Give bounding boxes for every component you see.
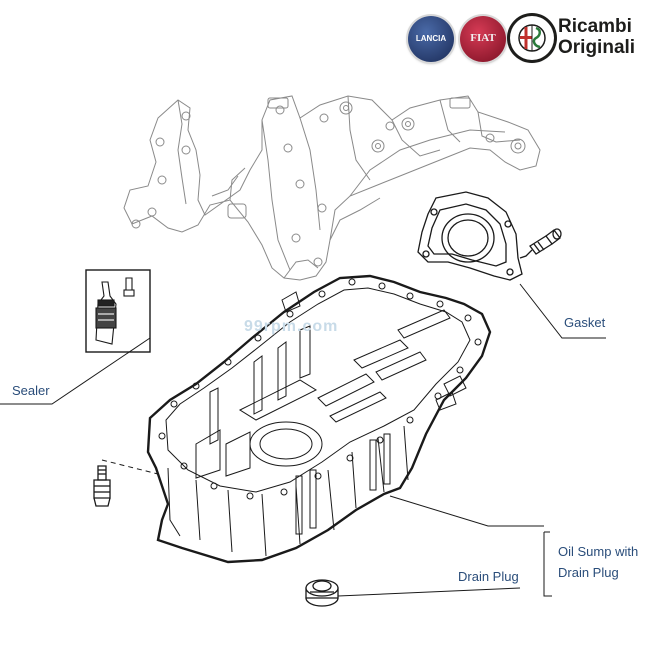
oil-sump-part [146,274,492,564]
gasket-screw [519,228,562,259]
engine-block [123,95,541,281]
fiat-badge-icon: FIAT [460,16,506,62]
label-oil-sump-line-2: Drain Plug [558,565,619,580]
label-drain-plug: Drain Plug [458,569,519,584]
label-gasket: Gasket [564,315,606,330]
lancia-badge-icon: LANCIA [408,16,454,62]
watermark-text: 99rpm.com [244,318,339,335]
drain-plug-part [305,579,339,607]
bolt-dash-line [101,459,159,475]
alfa-romeo-emblem-icon [518,24,546,52]
sealer-tube [95,277,135,345]
fiat-badge-text: FIAT [470,32,496,44]
alfa-romeo-badge-icon [510,16,554,60]
lancia-badge-text: LANCIA [415,34,447,43]
gasket-part [417,191,523,281]
label-oil-sump-line-1: Oil Sump with [558,544,639,559]
brand-line-2: Originali [558,37,636,58]
brand-line-1: Ricambi [558,16,632,37]
label-sealer: Sealer [12,383,50,398]
sealer-box [85,269,151,353]
brand-logo-area: LANCIA FIAT Ricambi Originali [406,12,656,68]
sump-bolt [93,465,111,507]
leader-lines [0,283,606,597]
